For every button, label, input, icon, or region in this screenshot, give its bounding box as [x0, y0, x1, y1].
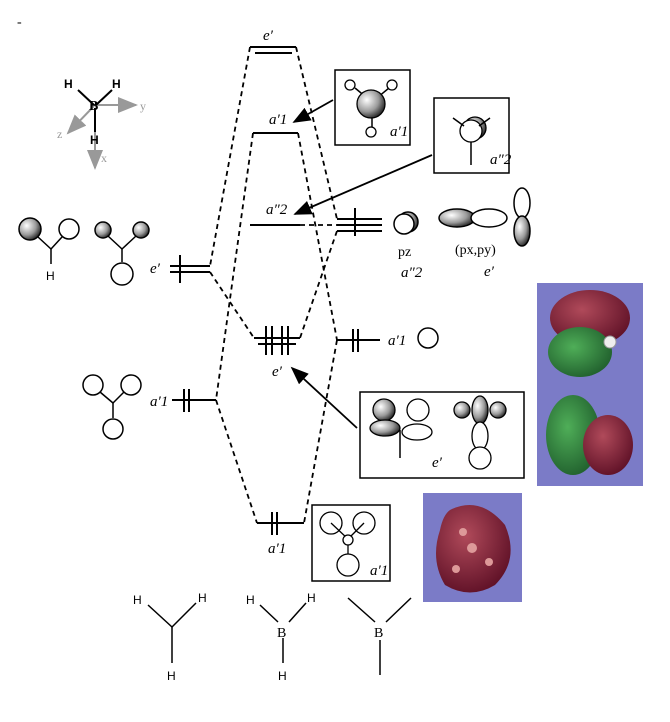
inset-a1-antibonding: a′1 [334, 69, 411, 146]
pz-orbital-icon [393, 211, 419, 235]
mo-e-antibonding: e′ [250, 28, 296, 54]
render-a1-bonding [423, 493, 522, 602]
bottom-h3-structure: H H H [133, 591, 207, 683]
level-label: e′ [263, 28, 274, 44]
pz-symmetry: a″2 [401, 265, 423, 281]
left-level-e: e′ [150, 255, 210, 283]
py-orbital-icon [513, 187, 531, 247]
pxpy-label: (px,py) [455, 243, 496, 258]
bottom-bh3-structure: B H H H [246, 591, 316, 683]
left-level-a1: a′1 [150, 389, 216, 412]
bottom-b-structure: B [347, 597, 412, 675]
inset-a1-bonding: a′1 [311, 504, 391, 582]
right-level-s: a′1 [337, 327, 439, 352]
z-axis-label: z [57, 127, 62, 141]
right-level-p [337, 208, 382, 236]
mo-a2-nonbonding: a″2 [250, 202, 300, 226]
corner-mark: - [17, 15, 22, 30]
inset-e-bonding: e′ [359, 391, 525, 479]
h-label: H [64, 77, 73, 91]
arrow [293, 154, 433, 215]
svg-text:H: H [167, 669, 176, 683]
mo-e-bonding: e′ [254, 326, 300, 380]
level-label: a′1 [268, 541, 286, 557]
inset-label: a′1 [370, 563, 388, 579]
h-label: H [90, 133, 99, 147]
px-orbital-icon [438, 208, 508, 228]
svg-text:H: H [198, 591, 207, 605]
correlation-lines [209, 46, 338, 524]
x-axis-label: x [101, 151, 107, 165]
b-label: B [89, 99, 98, 114]
svg-text:H: H [246, 593, 255, 607]
h-label: H [46, 269, 55, 283]
svg-text:H: H [278, 669, 287, 683]
pz-label: pz [398, 245, 411, 260]
h3-a1-salc [82, 374, 142, 440]
inset-label: a′1 [390, 124, 408, 140]
mo-a1-bonding: a′1 [257, 512, 304, 557]
h3-e-salc-2 [94, 221, 150, 286]
h3-e-salc-1: H [18, 217, 80, 283]
render-e-bonding [537, 283, 643, 486]
y-axis-label: y [140, 99, 146, 113]
arrow [292, 99, 334, 123]
svg-text:H: H [307, 591, 316, 605]
s-orbital-icon [417, 327, 439, 349]
axis-molecule: H H B H y z x [57, 77, 146, 170]
arrow [290, 366, 358, 429]
inset-label: e′ [432, 455, 443, 471]
level-label: a′1 [388, 333, 406, 349]
level-label: a″2 [266, 202, 288, 218]
svg-text:H: H [133, 593, 142, 607]
level-label: e′ [150, 261, 161, 277]
inset-label: a″2 [490, 152, 512, 168]
level-label: a′1 [150, 394, 168, 410]
level-label: e′ [272, 364, 283, 380]
mo-a1-antibonding: a′1 [253, 112, 298, 134]
h-label: H [112, 77, 121, 91]
svg-text:B: B [277, 626, 286, 641]
level-label: a′1 [269, 112, 287, 128]
pxpy-symmetry: e′ [484, 264, 495, 280]
inset-a2-nonbonding: a″2 [433, 97, 512, 174]
svg-text:B: B [374, 626, 383, 641]
